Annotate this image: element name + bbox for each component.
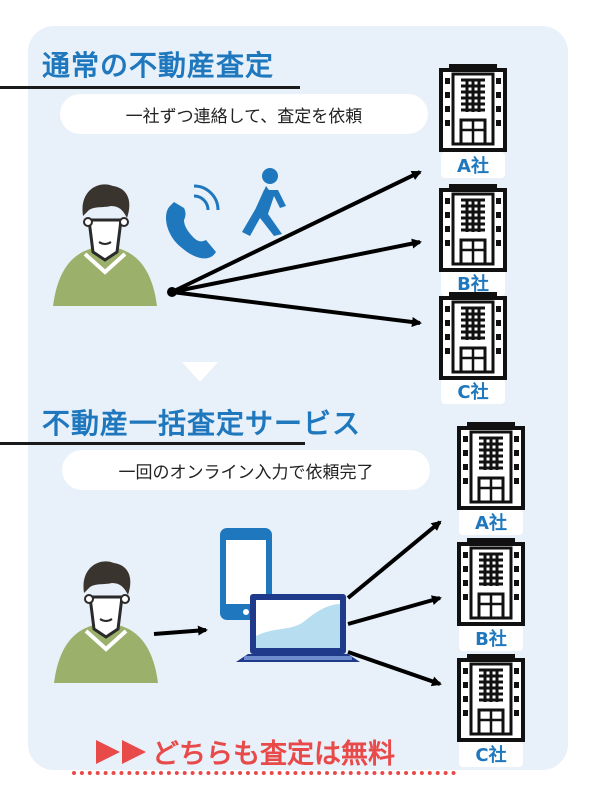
- company-label-c-1: C社: [441, 378, 505, 404]
- building-icon: [439, 290, 507, 380]
- arrows-section2: [153, 520, 442, 687]
- company-label-b-1: B社: [441, 270, 505, 296]
- double-arrow-icon: [96, 739, 146, 764]
- section2-title: 不動産一括査定サービス: [42, 407, 362, 440]
- company-label-a-1: A社: [441, 152, 505, 178]
- building-icon: [457, 536, 525, 626]
- section1-bubble: 一社ずつ連絡して、査定を依頼: [60, 94, 428, 134]
- building-icon: [457, 420, 525, 510]
- company-label-b-2: B社: [459, 625, 523, 651]
- section1-title: 通常の不動産査定: [42, 49, 275, 82]
- down-arrow-icon: [182, 362, 218, 382]
- phone-call-icon: [166, 184, 220, 259]
- footer-note: どちらも査定は無料: [96, 732, 395, 771]
- section2-bubble: 一回のオンライン入力で依頼完了: [62, 450, 430, 490]
- company-label-c-2: C社: [459, 741, 523, 767]
- footer-dotted-line: [72, 771, 456, 775]
- footer-text: どちらも査定は無料: [152, 739, 395, 770]
- person-icon: [51, 182, 159, 308]
- section2-underline: [0, 442, 305, 445]
- building-icon: [439, 62, 507, 152]
- origin-dot: [167, 287, 177, 297]
- building-icon: [457, 652, 525, 742]
- person-icon: [52, 559, 160, 685]
- company-label-a-2: A社: [459, 509, 523, 535]
- arrows-section1: [171, 170, 422, 327]
- building-icon: [439, 182, 507, 272]
- section1-underline: [0, 86, 300, 89]
- laptop-icon: [236, 594, 360, 662]
- walking-icon: [242, 168, 286, 236]
